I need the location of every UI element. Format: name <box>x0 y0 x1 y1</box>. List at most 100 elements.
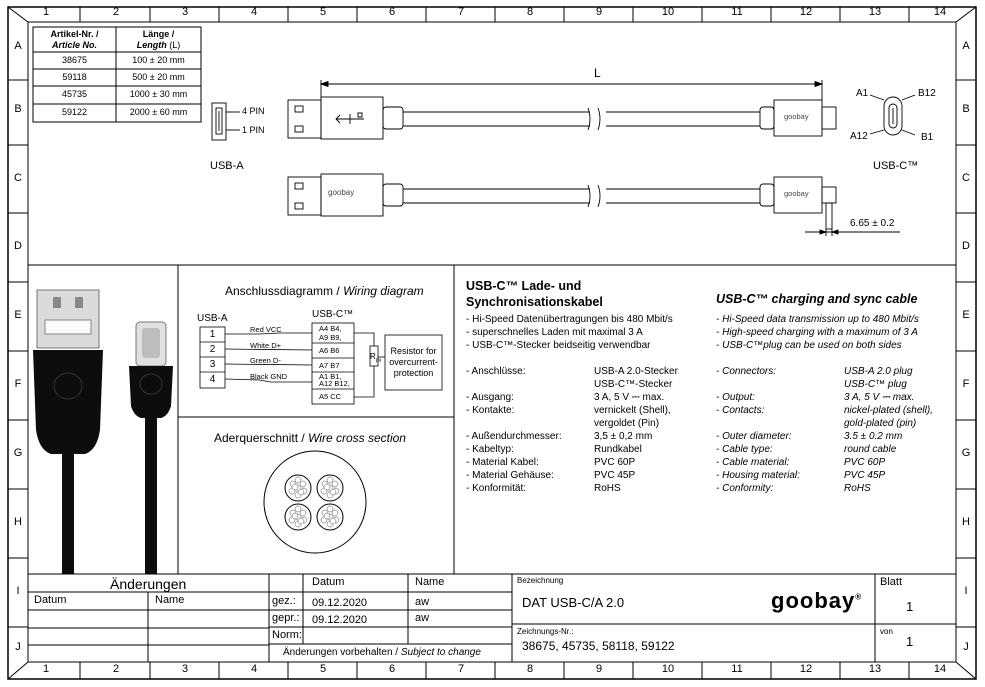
drawn-name: aw <box>415 596 430 608</box>
c-plug-dimension: 6.65 ± 0.2 <box>850 218 895 229</box>
column-label: 4 <box>250 663 258 675</box>
column-label: 14 <box>933 663 947 675</box>
drawn-date: 09.12.2020 <box>312 597 368 609</box>
spec-value: vergoldet (Pin) <box>594 418 660 429</box>
spec-value: 3.5 ± 0.2 mm <box>844 431 903 442</box>
spec-label: - Konformität: <box>466 483 527 494</box>
usb-a-pin: 1 <box>209 329 216 340</box>
column-label: 6 <box>388 6 396 18</box>
article-number: 59118 <box>62 72 87 82</box>
usb-a-pin: 2 <box>209 344 216 355</box>
name-header: Name <box>415 576 445 588</box>
row-label: I <box>964 585 968 597</box>
spec-label: - Ausgang: <box>466 392 514 403</box>
checked-label: gepr.: <box>272 612 300 624</box>
column-label: 12 <box>799 6 813 18</box>
column-label: 14 <box>933 6 947 18</box>
spec-label: - Material Kabel: <box>466 457 539 468</box>
of-value: 1 <box>906 634 914 649</box>
spec-value: RoHS <box>844 483 871 494</box>
drawn-label: gez.: <box>272 595 296 607</box>
row-label: G <box>13 447 23 459</box>
pin-a12-label: A12 <box>850 131 868 142</box>
spec-label: - Material Gehäuse: <box>466 470 554 481</box>
wire-label: White D+ <box>250 341 282 350</box>
pin1-label: 1 PIN <box>242 125 265 135</box>
spec-label: - Außendurchmesser: <box>466 431 562 442</box>
changes-heading: Änderungen <box>110 576 187 592</box>
row-label: E <box>14 309 22 321</box>
designation-value: DAT USB-C/A 2.0 <box>522 595 625 610</box>
wiring-usb-a: USB-A <box>197 313 228 324</box>
changes-date-column: Datum <box>34 594 67 606</box>
spec-value: PVC 45P <box>594 470 636 481</box>
column-label: 4 <box>250 6 258 18</box>
spec-bullet: - USB-C™-Stecker beidseitig verwendbar <box>466 340 651 351</box>
wire-label: Black GND <box>250 372 288 381</box>
spec-label: - Cable material: <box>716 457 790 468</box>
plug-logo-c-lower: goobay <box>784 189 809 198</box>
pin-b1-label: B1 <box>921 132 934 143</box>
spec-value: RoHS <box>594 483 621 494</box>
usb-c-pin: A12 B12, <box>319 379 350 388</box>
spec-label: - Output: <box>716 392 755 403</box>
article-length: 500 ± 20 mm <box>132 72 185 82</box>
usb-a-pin: 3 <box>209 359 216 370</box>
resistor-note-2: overcurrent- <box>389 357 438 367</box>
row-label: E <box>962 309 970 321</box>
usb-c-pin: A5 CC <box>319 392 342 401</box>
plug-logo-upper: goobay <box>328 188 355 197</box>
row-label: A <box>962 40 970 52</box>
spec-label: - Outer diameter: <box>716 431 792 442</box>
changes-name-column: Name <box>155 594 185 606</box>
spec-bullet: - Hi-Speed data transmission up to 480 M… <box>716 314 919 325</box>
spec-value: USB-C™ plug <box>844 379 907 390</box>
spec-bullet: - High-speed charging with a maximum of … <box>716 327 918 338</box>
usb-c-pin: A1 B1, <box>319 372 342 381</box>
spec-en-title: USB-C™ charging and sync cable <box>716 292 918 306</box>
norm-label: Norm: <box>272 629 302 641</box>
designation-label: Bezeichnung <box>517 576 564 585</box>
of-label: von <box>880 627 893 636</box>
change-notice: Änderungen vorbehalten / Subject to chan… <box>283 647 481 658</box>
spec-bullet: - superschnelles Laden mit maximal 3 A <box>466 327 643 338</box>
usb-c-pin: A6 B6 <box>319 346 340 355</box>
column-label: 8 <box>526 6 534 18</box>
row-label: D <box>14 240 22 252</box>
column-label: 9 <box>595 6 603 18</box>
spec-label: - Kontakte: <box>466 405 515 416</box>
spec-value: USB-C™-Stecker <box>594 379 673 390</box>
row-label: C <box>14 172 22 184</box>
column-label: 7 <box>457 663 465 675</box>
usb-c-pin: A4 B4, <box>319 324 342 333</box>
usb-a-label: USB-A <box>210 160 244 172</box>
column-label: 9 <box>595 663 603 675</box>
wiring-title: Anschlussdiagramm / Wiring diagram <box>225 284 424 298</box>
drawing-number-label: Zeichnungs-Nr.: <box>517 627 574 636</box>
spec-value: PVC 60P <box>844 457 886 468</box>
wire-label: Green D- <box>250 356 281 365</box>
column-label: 11 <box>731 663 743 675</box>
spec-value: round cable <box>844 444 897 455</box>
spec-label: - Conformity: <box>716 483 774 494</box>
spec-label: - Cable type: <box>716 444 773 455</box>
column-label: 13 <box>868 663 882 675</box>
row-label: F <box>962 378 970 390</box>
spec-value: PVC 60P <box>594 457 636 468</box>
row-label: B <box>962 103 970 115</box>
cable-photo <box>33 289 173 574</box>
spec-de-title-1: USB-C™ Lade- und <box>466 279 582 293</box>
spec-bullet: - USB-C™plug can be used on both sides <box>716 340 902 351</box>
checked-name: aw <box>415 612 430 624</box>
column-label: 3 <box>181 663 189 675</box>
row-label: J <box>963 641 969 653</box>
resistor-note-1: Resistor for <box>390 346 437 356</box>
sheet-value: 1 <box>906 599 914 614</box>
usb-a-pin: 4 <box>209 374 216 385</box>
article-header-en: Article No. <box>51 40 97 50</box>
article-length: 2000 ± 60 mm <box>129 107 188 117</box>
row-label: J <box>15 641 21 653</box>
pin4-label: 4 PIN <box>242 106 265 116</box>
column-label: 6 <box>388 663 396 675</box>
article-number: 59122 <box>61 107 88 117</box>
